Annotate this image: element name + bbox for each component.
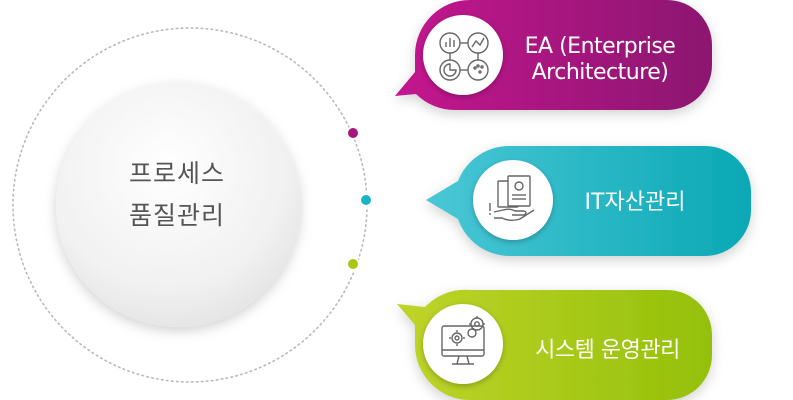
analytics-dashboard-icon [423,15,503,95]
ea-card-label: EA (Enterprise Architecture) [505,20,695,100]
monitor-gears-icon [423,304,503,384]
orbit-dot-lime [346,257,360,271]
center-circle [56,83,300,327]
orbit-dot-magenta [346,126,360,140]
system-ops-card-label: 시스템 운영관리 [535,338,680,363]
center-label-line2: 품질관리 [128,201,225,230]
asset-hand-document-icon [473,160,553,240]
ea-label-line1: EA (Enterprise [524,34,676,59]
center-label-line1: 프로세스 [128,159,225,188]
center-label: 프로세스 품질관리 [62,140,292,250]
it-asset-card-label: IT자산관리 [584,190,686,215]
orbit-dot-cyan [359,193,373,207]
ea-label-line2: Architecture) [531,60,669,85]
